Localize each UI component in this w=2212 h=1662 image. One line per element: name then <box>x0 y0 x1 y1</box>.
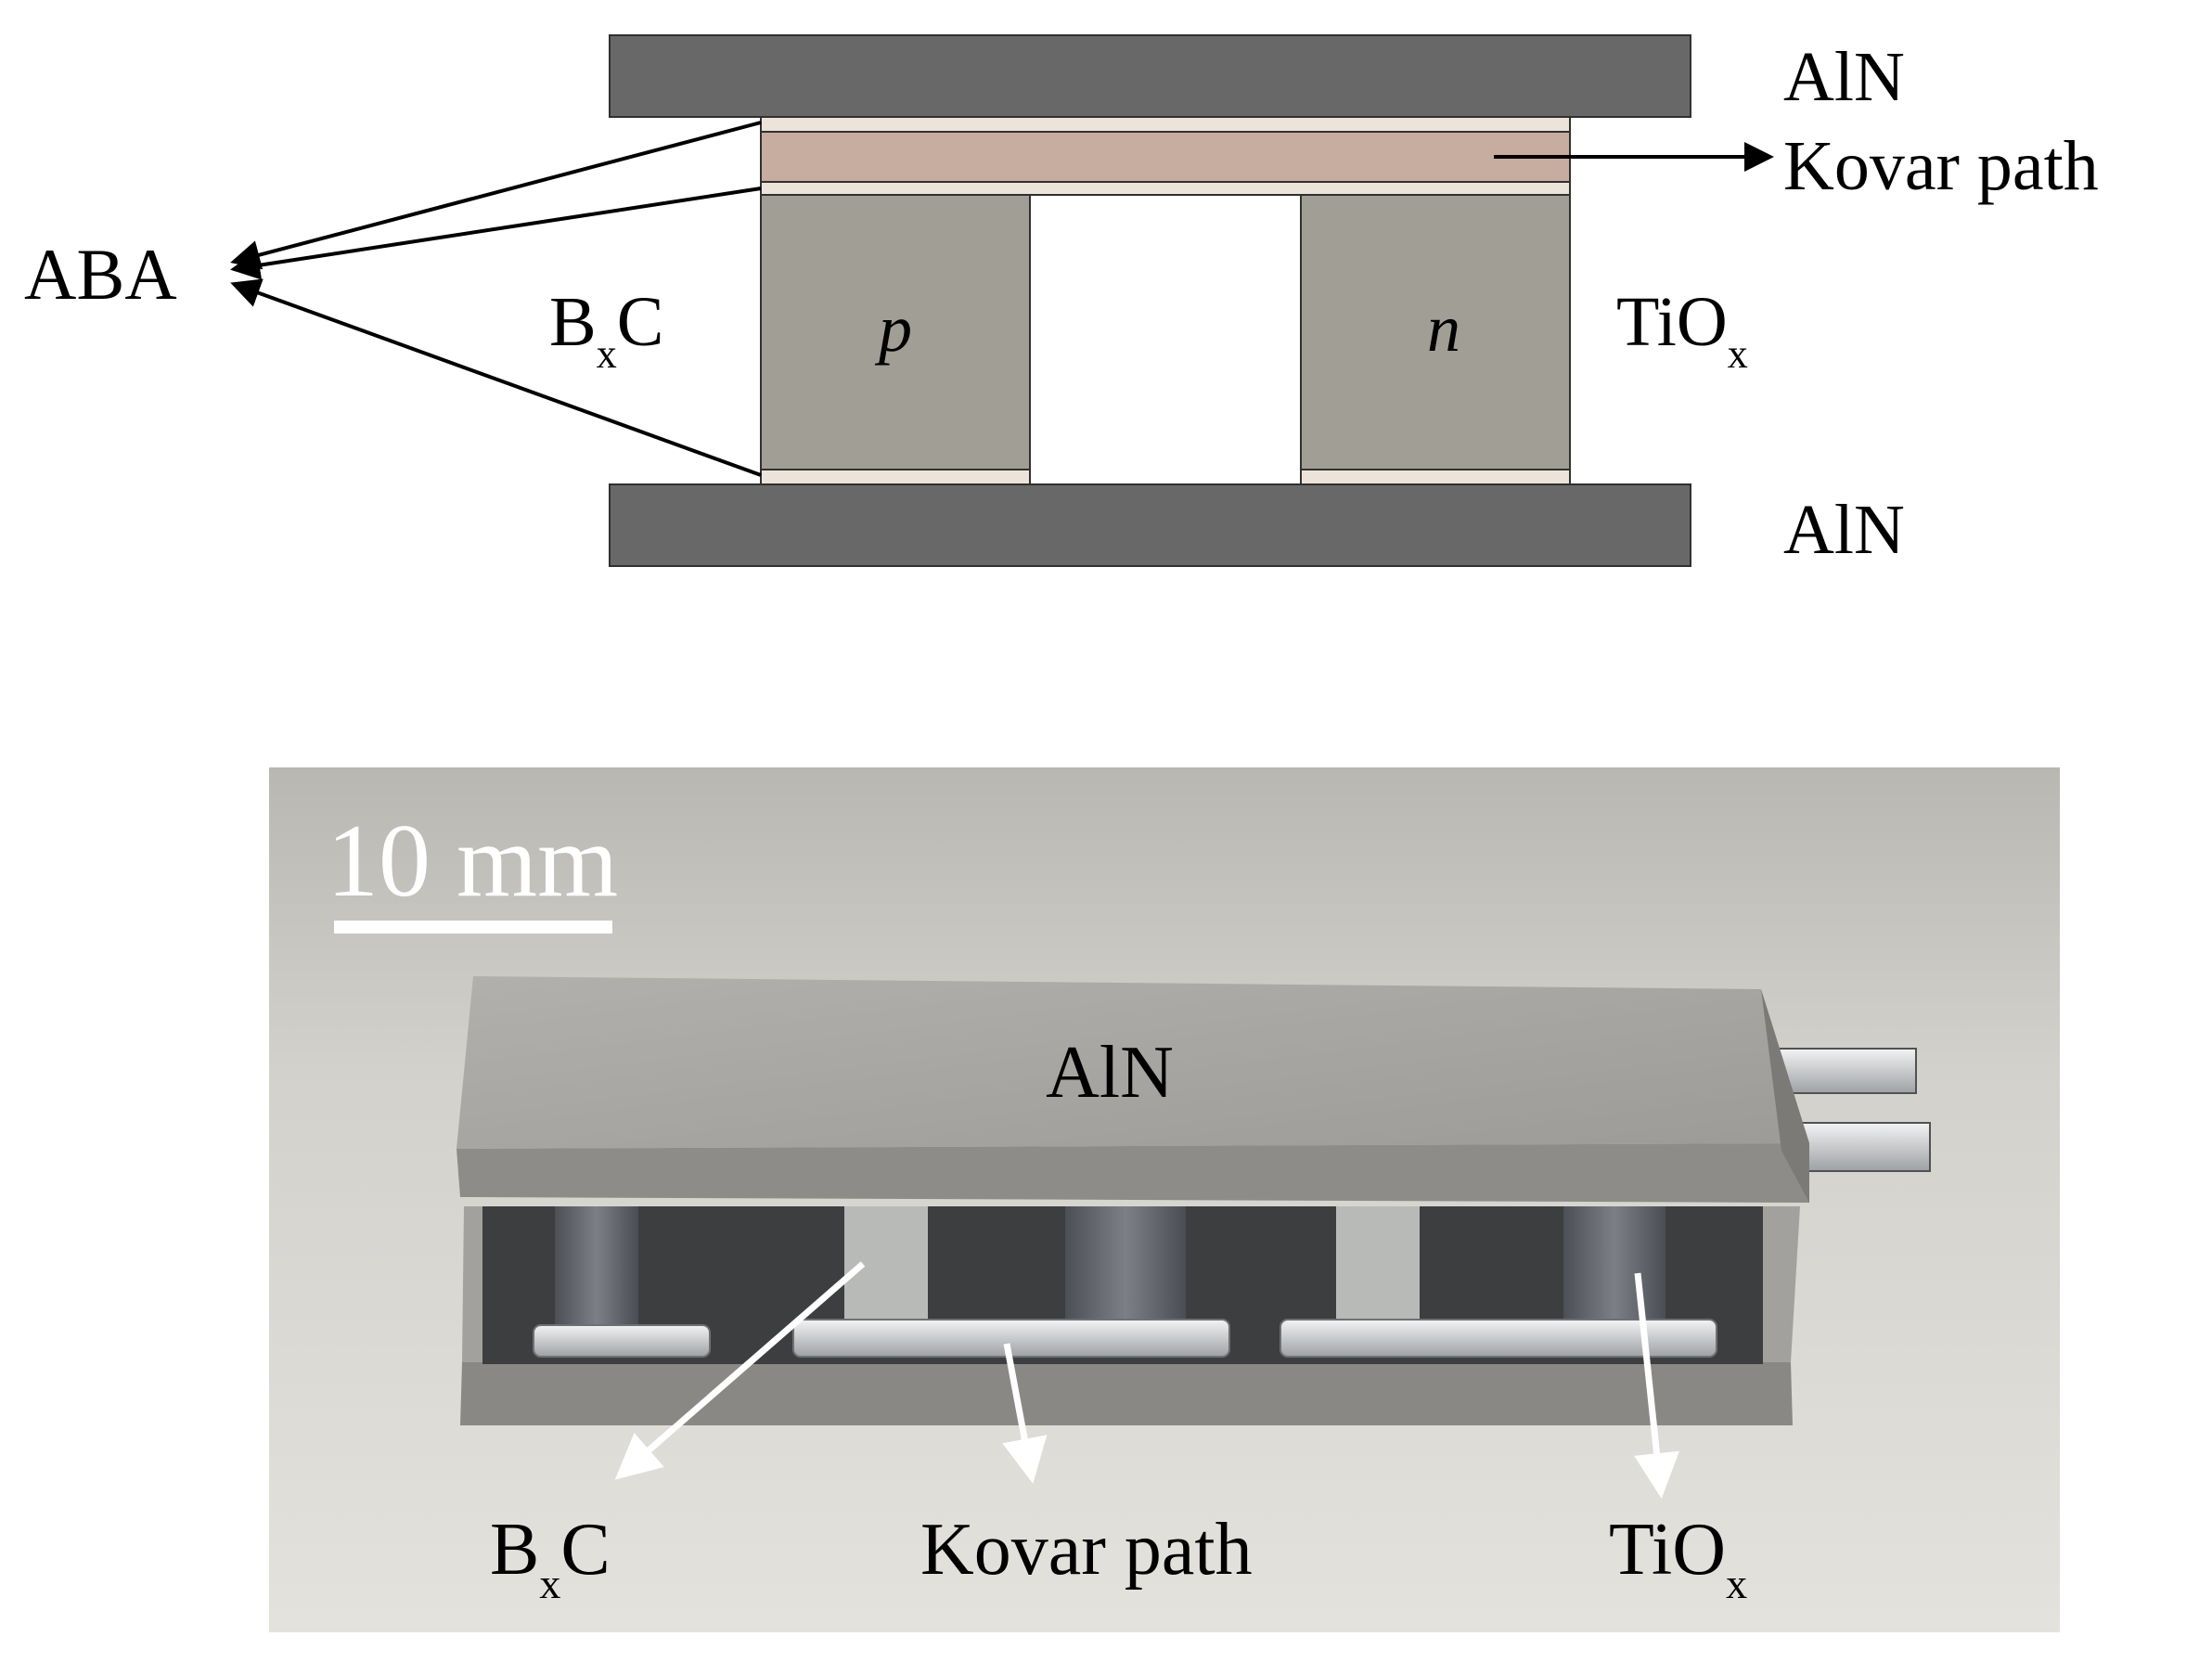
top-aln-substrate <box>609 34 1691 118</box>
p-leg-label: p <box>874 291 912 366</box>
photo-aln-label: AlN <box>1046 1032 1174 1114</box>
bottom-plate-front-edge <box>460 1362 1793 1425</box>
aba-arrow-bottom <box>230 278 762 477</box>
aba-arrow-top <box>230 121 762 270</box>
photo-bxc-base: B <box>490 1509 539 1591</box>
photo-kovar-label: Kovar path <box>920 1509 1253 1591</box>
photo-tiox-sub: x <box>1726 1560 1747 1607</box>
n-leg-bottom-braze <box>1300 469 1571 485</box>
aba-label: ABA <box>24 234 177 315</box>
schematic-bxc-base: B <box>549 283 597 361</box>
electrode-strip-3 <box>1280 1319 1717 1358</box>
photo-tiox-label: TiOx <box>1609 1509 1747 1607</box>
bottom-aln-substrate <box>609 483 1691 567</box>
terminal-tab-2 <box>1794 1122 1931 1172</box>
electrode-strip-1 <box>533 1324 711 1358</box>
bxc-leg-2 <box>1065 1206 1186 1327</box>
photo-bxc-label: BxC <box>490 1509 611 1607</box>
p-leg <box>760 194 1031 470</box>
photo-bxc-sub: x <box>539 1560 560 1607</box>
photo-tiox-arrow <box>1634 1272 1679 1499</box>
terminal-tab-1 <box>1776 1048 1917 1094</box>
p-leg-bottom-braze <box>760 469 1031 485</box>
schematic-top-aln-label: AlN <box>1783 38 1905 116</box>
bxc-leg-1 <box>555 1206 638 1327</box>
aba-arrow-middle <box>230 187 762 280</box>
top-plate-top-face <box>457 976 1809 1149</box>
schematic-tiox-sub: x <box>1728 331 1748 377</box>
n-leg-label: n <box>1427 291 1460 366</box>
schematic-kovar-label: Kovar path <box>1783 127 2099 205</box>
top-plate-right-edge <box>1761 989 1809 1203</box>
photo-bxc-arrow <box>614 1261 866 1480</box>
kovar-post-2 <box>1336 1206 1420 1322</box>
n-leg <box>1300 194 1571 470</box>
photo-tiox-base: TiO <box>1609 1509 1726 1591</box>
top-braze-layer-lower <box>760 181 1571 196</box>
schematic-bxc-label: BxC <box>549 283 663 377</box>
kovar-path-strip <box>760 131 1571 183</box>
schematic-tiox-base: TiO <box>1616 283 1728 361</box>
photo-bxc-tail: C <box>560 1509 610 1591</box>
scale-bar-label: 10 mm <box>327 804 618 919</box>
schematic-bxc-sub: x <box>597 331 617 377</box>
schematic-bottom-aln-label: AlN <box>1783 491 1905 569</box>
device-photo: 10 mm AlN BxC Kovar path TiOx <box>269 767 2060 1632</box>
photo-kovar-arrow <box>1002 1343 1048 1484</box>
top-braze-layer-upper <box>760 116 1571 133</box>
scale-bar <box>334 921 612 934</box>
schematic-bxc-tail: C <box>617 283 664 361</box>
kovar-post-1 <box>844 1206 928 1322</box>
schematic: p n AlN Kovar path AlN TiOx BxC ABA <box>24 34 2099 569</box>
tiox-leg <box>1563 1206 1665 1327</box>
schematic-tiox-label: TiOx <box>1616 283 1748 377</box>
top-plate-front-edge <box>457 1143 1809 1203</box>
